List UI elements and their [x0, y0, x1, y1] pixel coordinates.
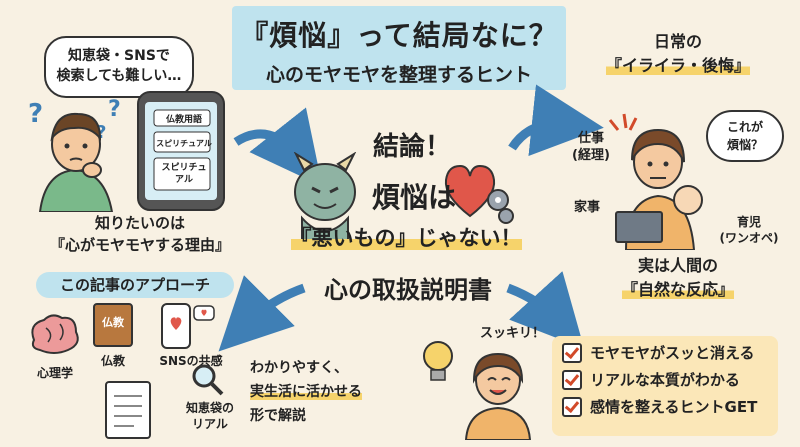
- approach-sns: SNSの共感: [159, 354, 223, 368]
- svg-text:?: ?: [108, 97, 121, 122]
- lightbulb-icon: [423, 341, 453, 381]
- arrow-to-left-bottom: [218, 275, 306, 352]
- center-not-bad: 『悪いもの』じゃない！: [282, 222, 530, 252]
- approach-text: わかりやすく、 実生活に活かせる 形で解説: [250, 356, 410, 428]
- approach-buddhism: 仏教: [100, 354, 125, 368]
- heading-line-1: 日常の: [653, 32, 702, 51]
- book-icon: [93, 303, 133, 347]
- svg-text:?: ?: [96, 122, 106, 143]
- check-item-3: 感情を整えるヒントGET: [562, 396, 778, 417]
- arrow-to-center: [233, 107, 323, 187]
- left-top-caption: 知りたいのは 『心がモヤモヤする理由』: [30, 212, 250, 256]
- document-icon: [105, 381, 151, 439]
- center-not-bad-text: 『悪いもの』じゃない！: [290, 226, 522, 250]
- book-icon-label: 仏教: [102, 316, 124, 329]
- tag-work: 仕事 (経理): [572, 131, 610, 163]
- check-text-3: 感情を整えるヒントGET: [590, 398, 758, 416]
- checkbox-icon: [562, 369, 582, 390]
- heart-gears-icon: [444, 164, 514, 224]
- arrow-to-right-bottom: [506, 271, 585, 349]
- tag-childcare: 育児 (ワンオペ): [719, 215, 779, 245]
- phone-term-1: 仏教用語: [165, 115, 202, 125]
- right-caption-line-1: 実は人間の: [637, 256, 718, 275]
- approach-text-1: わかりやすく、: [250, 360, 348, 376]
- bubble-line-1: 知恵袋・SNSで: [68, 48, 170, 64]
- center-manual: 心の取扱説明書: [324, 276, 492, 304]
- right-top-caption: 実は人間の 『自然な反応』: [576, 254, 780, 302]
- title-main: 『煩悩』って結局なに？: [240, 19, 558, 52]
- checkbox-icon: [562, 342, 582, 363]
- approach-text-3: 形で解説: [250, 408, 306, 424]
- smartphone-icon: [137, 91, 225, 211]
- check-text-2: リアルな本質がわかる: [590, 371, 740, 389]
- check-item-1: モヤモヤがスッと消える: [562, 342, 778, 363]
- check-text-1: モヤモヤがスッと消える: [590, 344, 755, 362]
- svg-text:?: ?: [28, 99, 43, 129]
- check-item-2: リアルな本質がわかる: [562, 369, 778, 390]
- sns-phone-icon: [161, 303, 215, 349]
- right-caption-line-2: 『自然な反応』: [621, 280, 734, 299]
- confused-person-illustration: ? ? ?: [28, 97, 121, 212]
- stressed-mother-illustration: [608, 113, 703, 250]
- center-bonno: 煩悩は: [371, 181, 456, 214]
- search-difficulty-bubble: 知恵袋・SNSで 検索しても難しい…: [44, 36, 194, 98]
- caption-line-1: 知りたいのは: [94, 214, 185, 232]
- is-this-bonno-bubble: これが 煩悩？: [706, 110, 784, 162]
- approach-psych: 心理学: [36, 366, 73, 380]
- approach-heading: この記事のアプローチ: [36, 272, 234, 298]
- arrow-to-right-top: [508, 84, 604, 157]
- benefits-checklist: モヤモヤがスッと消える リアルな本質がわかる 感情を整えるヒントGET: [552, 336, 778, 436]
- phone-term-3: スピリチュ アル: [161, 163, 207, 185]
- right-top-heading: 日常の 『イライラ・後悔』: [576, 30, 780, 78]
- brain-icon: [31, 314, 79, 354]
- magnifier-icon: [192, 364, 224, 396]
- relieved-woman-illustration: [464, 352, 532, 440]
- bubble-right-line-1: これが: [726, 120, 763, 134]
- title-panel: 『煩悩』って結局なに？ 心のモヤモヤを整理するヒント: [232, 6, 566, 90]
- center-conclusion: 結論！: [372, 132, 451, 162]
- heading-line-2: 『イライラ・後悔』: [605, 56, 750, 75]
- bubble-right-line-2: 煩悩？: [726, 138, 763, 152]
- tag-housework: 家事: [573, 200, 600, 215]
- title-sub: 心のモヤモヤを整理するヒント: [265, 64, 532, 86]
- approach-chiebukuro: 知恵袋の リアル: [185, 401, 234, 431]
- bubble-line-2: 検索しても難しい…: [56, 68, 182, 84]
- caption-line-2: 『心がモヤモヤする理由』: [49, 236, 230, 254]
- approach-text-2: 実生活に活かせる: [250, 384, 362, 400]
- phone-term-2: スピリチュアル: [156, 139, 212, 148]
- exclaim-text: スッキリ！: [480, 326, 546, 341]
- checkbox-icon: [562, 396, 582, 417]
